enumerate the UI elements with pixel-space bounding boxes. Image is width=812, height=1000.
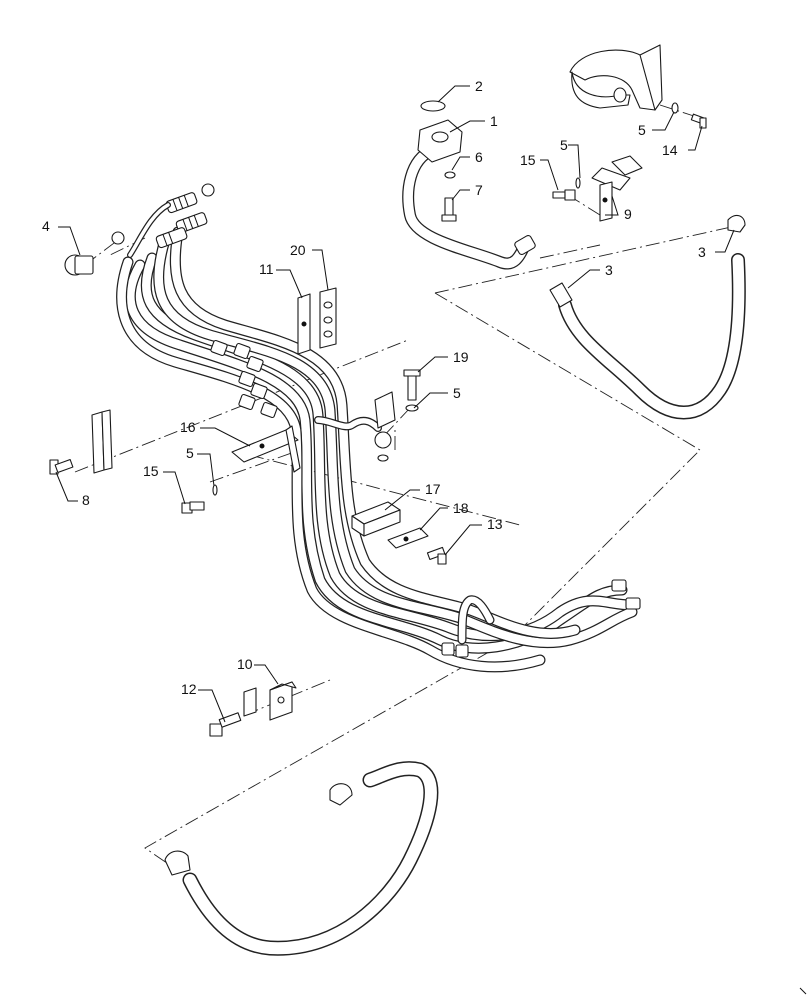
callout-17: 17 <box>425 481 441 497</box>
hose-part-3-right <box>549 214 746 420</box>
callout-5-mid: 5 <box>453 385 461 401</box>
bolt-part-7 <box>441 197 457 222</box>
washer-part-5-lower-left <box>212 484 218 496</box>
callout-2: 2 <box>475 78 483 94</box>
callout-1: 1 <box>490 113 498 129</box>
bolt-part-19 <box>403 369 421 401</box>
clamp-block-part-20 <box>319 287 337 349</box>
callout-3-mid: 3 <box>605 262 613 278</box>
callout-5-clip: 5 <box>560 137 568 153</box>
callout-15-lower: 15 <box>143 463 159 479</box>
callout-5-upper-right: 5 <box>638 122 646 138</box>
bolt-part-8 <box>49 458 74 475</box>
callout-13: 13 <box>487 516 503 532</box>
clamp-plate-part-11 <box>297 293 311 355</box>
bolt-part-12 <box>209 712 242 737</box>
bottom-hose <box>164 761 439 956</box>
callout-20: 20 <box>290 242 306 258</box>
callout-18: 18 <box>453 500 469 516</box>
callout-8: 8 <box>82 492 90 508</box>
corner-mark <box>799 987 807 995</box>
washer-part-5-clip <box>575 177 581 189</box>
bolt-part-15-upper <box>552 189 576 201</box>
valve-fitting-near-part-19 <box>374 391 396 462</box>
washer-part-6 <box>444 171 456 179</box>
callout-4: 4 <box>42 218 50 234</box>
callout-15-upper: 15 <box>520 152 536 168</box>
washer-part-5-upper <box>671 102 679 114</box>
callout-7: 7 <box>475 182 483 198</box>
tube-assembly-part-1 <box>402 100 536 270</box>
callout-12: 12 <box>181 681 197 697</box>
main-hose-bundle <box>116 226 638 673</box>
callout-9: 9 <box>624 206 632 222</box>
callout-10: 10 <box>237 656 253 672</box>
callout-6: 6 <box>475 149 483 165</box>
callout-14: 14 <box>662 142 678 158</box>
callout-11: 11 <box>259 261 274 277</box>
upper-left-fittings <box>111 183 215 258</box>
bolt-part-13 <box>426 546 447 565</box>
hose-coupler-nuts <box>210 339 641 658</box>
bolt-part-15-lower <box>181 501 205 514</box>
callout-leaders <box>55 85 735 723</box>
clamp-plate-part-18 <box>387 527 429 549</box>
clamp-block-part-17 <box>351 501 401 537</box>
callout-5-lower-left: 5 <box>186 445 194 461</box>
callout-19: 19 <box>453 349 469 365</box>
clamp-plate-near-part-10 <box>243 687 257 717</box>
clip-part-9 <box>591 155 643 222</box>
bolt-part-14 <box>690 113 707 129</box>
clamp-halves-near-part-8 <box>91 409 113 474</box>
callout-labels: 1 2 3 3 4 5 5 5 5 6 7 8 9 10 11 12 13 14… <box>42 78 706 697</box>
callout-3-right: 3 <box>698 244 706 260</box>
plug-part-4 <box>64 254 94 276</box>
bracket-part-16 <box>231 425 301 473</box>
clamp-block-part-10 <box>269 681 297 721</box>
callout-16: 16 <box>180 419 196 435</box>
mounting-clamp-bracket <box>569 44 663 111</box>
